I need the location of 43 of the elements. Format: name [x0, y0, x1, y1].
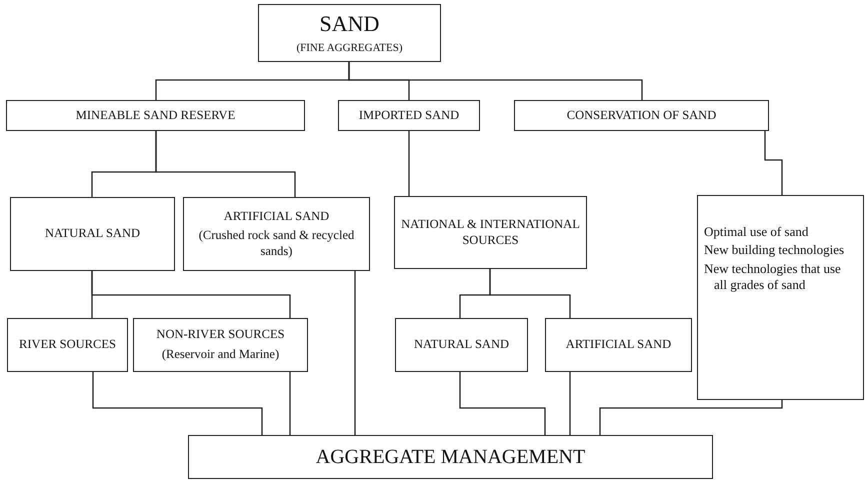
connector-line: [599, 400, 783, 435]
category-box: [133, 318, 308, 372]
category-box: [6, 100, 305, 131]
node-label: IMPORTED SAND: [358, 108, 460, 124]
category-box: [7, 318, 128, 372]
node-label: ARTIFICIAL SAND: [566, 337, 672, 353]
connector-line: [489, 269, 571, 318]
connector-line: [348, 62, 643, 100]
node-label: NATURAL SAND: [44, 226, 140, 242]
node-label: CONSERVATION OF SAND: [566, 108, 716, 124]
node-sublabel: (Reservoir and Marine): [162, 347, 280, 363]
node-label: RIVER SOURCES: [19, 337, 116, 353]
connector-line: [92, 372, 263, 435]
category-box: [697, 195, 864, 400]
category-box: [545, 318, 692, 372]
category-box: [514, 100, 769, 131]
connector-line: [569, 372, 571, 435]
node-sublabel: (Crushed rock sand & recycled sands): [198, 228, 356, 260]
connector-line: [459, 372, 546, 435]
list-item: New building technologies: [704, 242, 844, 258]
category-box: [395, 318, 528, 372]
node-label: SAND: [320, 10, 380, 38]
connector-line: [289, 372, 291, 435]
connector-line: [354, 271, 356, 435]
connector-line: [91, 271, 291, 318]
node-label: NATURAL SAND: [414, 337, 510, 353]
category-box: [10, 197, 175, 271]
list-item: New technologies that use all grades of sand: [704, 260, 842, 293]
category-box: [183, 197, 370, 271]
connector-line: [155, 131, 296, 197]
node-label: AGGREGATE MANAGEMENT: [316, 444, 586, 470]
category-box: [258, 4, 441, 62]
node-label: NON-RIVER SOURCES: [156, 327, 285, 343]
category-box: [188, 435, 713, 479]
node-label: NATIONAL & INTERNATIONAL SOURCES: [401, 216, 580, 248]
connector-line: [408, 131, 410, 196]
category-box: [394, 196, 587, 269]
list-item: Optimal use of sand: [704, 224, 808, 240]
connector-line: [764, 131, 783, 195]
node-sublabel: (FINE AGGREGATES): [296, 42, 403, 56]
node-label: MINEABLE SAND RESERVE: [76, 108, 236, 124]
category-box: [338, 100, 480, 131]
node-label: ARTIFICIAL SAND: [224, 208, 330, 224]
